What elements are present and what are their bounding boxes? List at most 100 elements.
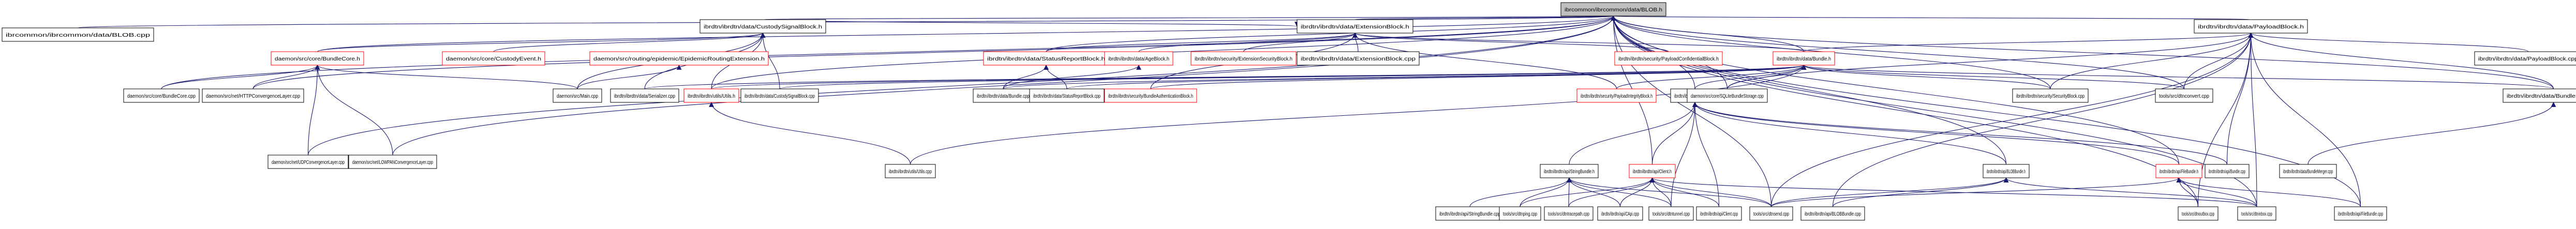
graph-node-securityblock-cpp[interactable]: ibrdtn/ibrdtn/security/SecurityBlock.cpp [2012, 88, 2089, 103]
graph-node-blobbundle-cpp[interactable]: ibrdtn/ibrdtn/api/BLOBBundle.cpp [1800, 206, 1865, 221]
edge-dtninbox-cpp-to-payloadblock-h [2248, 33, 2257, 207]
node-box [1648, 206, 1694, 221]
graph-node-dtnoutbox-cpp[interactable]: tools/src/dtnoutbox.cpp [2178, 206, 2218, 221]
graph-node-utils-cpp[interactable]: ibrdtn/ibrdtn/utils/Utils.cpp [885, 164, 936, 178]
edge-udpcl-cpp-to-bundlecore-h [307, 65, 320, 156]
graph-node-bundleauthblock-h[interactable]: ibrdtn/ibrdtn/security/BundleAuthenticat… [1104, 88, 1197, 103]
graph-node-bundlemerger-cpp[interactable]: ibrdtn/ibrdtn/data/BundleMerger.cpp [2279, 164, 2337, 178]
graph-node-payloadconfblock-h[interactable]: ibrdtn/ibrdtn/security/PayloadConfidenti… [1614, 51, 1723, 66]
graph-node-lowpancl-cpp[interactable]: daemon/src/net/LOWPANConvergenceLayer.cp… [348, 155, 437, 169]
node-box [2503, 88, 2576, 103]
graph-node-stringbundle-h[interactable]: ibrdtn/ibrdtn/api/StringBundle.h [1540, 164, 1599, 178]
node-box [1773, 51, 1835, 66]
node-box [2205, 164, 2250, 178]
edge-payloadintblock-h-to-extensionblock-h [1352, 33, 1617, 89]
graph-node-bundlecore-h[interactable]: daemon/src/core/BundleCore.h [271, 51, 364, 66]
graph-node-dtnsend-cpp[interactable]: tools/src/dtnsend.cpp [1749, 206, 1793, 221]
graph-node-client-cpp[interactable]: ibrdtn/ibrdtn/api/Client.cpp [1696, 206, 1742, 221]
node-label: ibrdtn/ibrdtn/utils/Utils.cpp [889, 169, 932, 175]
graph-node-statusreportblock-h[interactable]: ibrdtn/ibrdtn/data/StatusReportBlock.h [983, 51, 1109, 66]
edge-data-bundle-h-to-extensionblock-h [1352, 33, 1805, 52]
node-label: daemon/src/core/SQLiteBundleStorage.cpp [1691, 94, 1764, 99]
graph-node-dtnping-cpp[interactable]: tools/src/dtnping.cpp [1499, 206, 1541, 221]
graph-node-dtnconvert-cpp[interactable]: tools/src/dtnconvert.cpp [2155, 88, 2213, 103]
edge-payloadblock-cpp-to-payloadblock-h [2248, 33, 2529, 52]
graph-node-dtntunnel-cpp[interactable]: tools/src/dtntunnel.cpp [1648, 206, 1694, 221]
graph-node-epidemic-h[interactable]: daemon/src/routing/epidemic/EpidemicRout… [589, 51, 769, 66]
node-box [683, 88, 739, 103]
graph-node-blobbundle-h[interactable]: ibrdtn/ibrdtn/api/BLOBBundle.h [1983, 164, 2030, 178]
edge-dtntunnel-cpp-to-api-bundle-h [1671, 102, 1698, 207]
graph-node-capi-cpp[interactable]: ibrdtn/ibrdtn/api/CApi.cpp [1597, 206, 1643, 221]
graph-node-custodysignalblock-cpp[interactable]: ibrdtn/ibrdtn/data/CustodySignalBlock.cp… [740, 88, 819, 103]
graph-node-stringbundle-cpp[interactable]: ibrdtn/ibrdtn/api/StringBundle.cpp [1435, 206, 1505, 221]
graph-node-dtninbox-cpp[interactable]: tools/src/dtninbox.cpp [2237, 206, 2276, 221]
edge-utils-cpp-to-utils-h [709, 102, 911, 165]
graph-node-filebundle-cpp[interactable]: ibrdtn/ibrdtn/api/FileBundle.cpp [2334, 206, 2387, 221]
edge-custodysignalblock-cpp-to-data-bundle-h [779, 65, 1806, 89]
graph-node-payloadblock-cpp[interactable]: ibrdtn/ibrdtn/data/PayloadBlock.cpp [2474, 51, 2576, 66]
graph-node-blob-cpp[interactable]: ibrcommon/ibrcommon/data/BLOB.cpp [2, 27, 154, 42]
graph-node-data-bundle-h[interactable]: ibrdtn/ibrdtn/data/Bundle.h [1773, 51, 1835, 66]
edge-filebundle-cpp-to-filebundle-h [2176, 177, 2361, 207]
edge-extensionblock-cpp-to-extensionblock-h [1352, 33, 1359, 52]
node-label: ibrcommon/ibrcommon/data/BLOB.h [1565, 7, 1662, 13]
edge-dtntunnel-cpp-to-stringbundle-h [1567, 177, 1672, 207]
edge-extsecblock-h-to-extensionblock-h [1243, 33, 1358, 52]
graph-node-dtntracepath-cpp[interactable]: tools/src/dtntracepath.cpp [1544, 206, 1594, 221]
node-label: tools/src/dtntunnel.cpp [1652, 211, 1690, 217]
node-label: ibrdtn/ibrdtn/security/PayloadIntegrityB… [1581, 94, 1652, 99]
node-label: tools/src/dtnping.cpp [1503, 211, 1537, 217]
graph-node-payloadintblock-h[interactable]: ibrdtn/ibrdtn/security/PayloadIntegrityB… [1576, 88, 1657, 103]
node-box [1687, 88, 1768, 103]
graph-node-data-bundle-cpp[interactable]: ibrdtn/ibrdtn/data/Bundle.cpp [973, 88, 1034, 103]
node-box [1104, 88, 1197, 103]
edge-payloadblock-h-to-blob-h [1612, 16, 2252, 22]
graph-node-blob-h[interactable]: ibrcommon/ibrcommon/data/BLOB.h [1560, 2, 1666, 17]
node-label: ibrdtn/ibrdtn/data/StatusReportBlock.cpp [1033, 94, 1100, 99]
graph-node-custodyevent-h[interactable]: daemon/src/core/CustodyEvent.h [442, 51, 545, 66]
node-label: ibrdtn/ibrdtn/data/BundleMerger.cpp [2283, 169, 2333, 175]
node-box [2279, 164, 2337, 178]
node-box [1544, 206, 1594, 221]
graph-node-extensionblock-h[interactable]: ibrdtn/ibrdtn/data/ExtensionBlock.h [1297, 19, 1413, 34]
graph-node-sqlitestorage-cpp[interactable]: daemon/src/core/SQLiteBundleStorage.cpp [1687, 88, 1768, 103]
graph-node-statusreportblock-cpp[interactable]: ibrdtn/ibrdtn/data/StatusReportBlock.cpp [1029, 88, 1105, 103]
node-label: ibrdtn/ibrdtn/data/CustodySignalBlock.h [704, 24, 822, 30]
edge-bundlecore-h-to-blob-h [317, 16, 1616, 52]
graph-node-udpcl-cpp[interactable]: daemon/src/net/UDPConvergenceLayer.cpp [267, 155, 349, 169]
node-label: ibrdtn/ibrdtn/data/Serializer.cpp [614, 94, 675, 99]
graph-node-utils-h[interactable]: ibrdtn/ibrdtn/utils/Utils.h [683, 88, 739, 103]
graph-node-filebundle-h[interactable]: ibrdtn/ibrdtn/api/FileBundle.h [2155, 164, 2202, 178]
graph-node-ageblock-h[interactable]: ibrdtn/ibrdtn/data/AgeBlock.h [1104, 51, 1173, 66]
graph-node-httpcl-cpp[interactable]: daemon/src/net/HTTPConvergenceLayer.cpp [202, 88, 304, 103]
graph-node-payloadblock-h[interactable]: ibrdtn/ibrdtn/data/PayloadBlock.h [2194, 19, 2308, 34]
node-label: ibrdtn/ibrdtn/data/BundleMerger.h [2507, 94, 2576, 99]
edge-filebundle-cpp-to-payloadblock-h [2248, 33, 2361, 207]
graph-node-serializer-cpp[interactable]: ibrdtn/ibrdtn/data/Serializer.cpp [610, 88, 679, 103]
graph-node-extensionblock-cpp[interactable]: ibrdtn/ibrdtn/data/ExtensionBlock.cpp [1297, 51, 1420, 66]
graph-node-extsecblock-h[interactable]: ibrdtn/ibrdtn/security/ExtensionSecurity… [1190, 51, 1297, 66]
edge-udpcl-cpp-to-blob-h [307, 16, 1616, 156]
edge-api-bundle-cpp-to-api-bundle-h [1692, 102, 2228, 165]
graph-node-client-h[interactable]: ibrdtn/ibrdtn/api/Client.h [1629, 164, 1676, 178]
edge-bundleauthblock-h-to-data-bundle-h [1150, 65, 1806, 89]
node-box [589, 51, 769, 66]
edge-blobbundle-cpp-to-payloadblock-h [1832, 33, 2254, 207]
node-box [2155, 164, 2202, 178]
graph-node-bundlemerger-h[interactable]: ibrdtn/ibrdtn/data/BundleMerger.h [2503, 88, 2576, 103]
edge-filebundle-h-to-api-bundle-h [1692, 102, 2180, 165]
node-box [123, 88, 200, 103]
graph-node-api-bundle-cpp[interactable]: ibrdtn/ibrdtn/api/Bundle.cpp [2205, 164, 2250, 178]
graph-node-custodysignalblock-h[interactable]: ibrdtn/ibrdtn/data/CustodySignalBlock.h [699, 19, 826, 34]
node-box [1499, 206, 1541, 221]
graph-node-main-cpp[interactable]: daemon/src/Main.cpp [553, 88, 602, 103]
node-box [442, 51, 545, 66]
node-label: daemon/src/net/HTTPConvergenceLayer.cpp [206, 94, 300, 99]
edge-client-cpp-to-client-h [1649, 177, 1720, 207]
node-label: daemon/src/core/CustodyEvent.h [446, 56, 541, 62]
edge-client-cpp-to-api-bundle-h [1692, 102, 1720, 207]
node-box [1597, 206, 1643, 221]
graph-node-bundlecore-cpp[interactable]: daemon/src/core/BundleCore.cpp [123, 88, 200, 103]
